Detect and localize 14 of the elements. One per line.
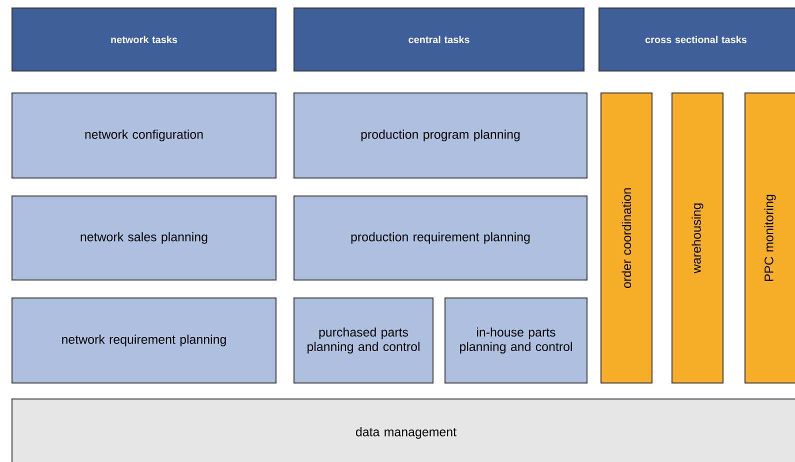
task-box: network sales planning xyxy=(12,196,276,280)
header-box: cross sectional tasks xyxy=(598,8,795,72)
task-box: network configuration xyxy=(12,92,276,178)
vertical-task-bar: warehousing xyxy=(672,92,724,384)
vertical-task-bar: PPC monitoring xyxy=(744,92,795,384)
task-box: purchased parts planning and control xyxy=(294,298,434,384)
task-box: production requirement planning xyxy=(294,196,588,280)
header-box: central tasks xyxy=(294,8,584,72)
header-box: network tasks xyxy=(12,8,276,72)
data-band: data management xyxy=(12,398,795,462)
task-box: in-house parts planning and control xyxy=(444,298,588,384)
task-box: production program planning xyxy=(294,92,588,178)
vertical-task-bar: order coordination xyxy=(600,92,652,384)
task-box: network requirement planning xyxy=(12,298,276,384)
